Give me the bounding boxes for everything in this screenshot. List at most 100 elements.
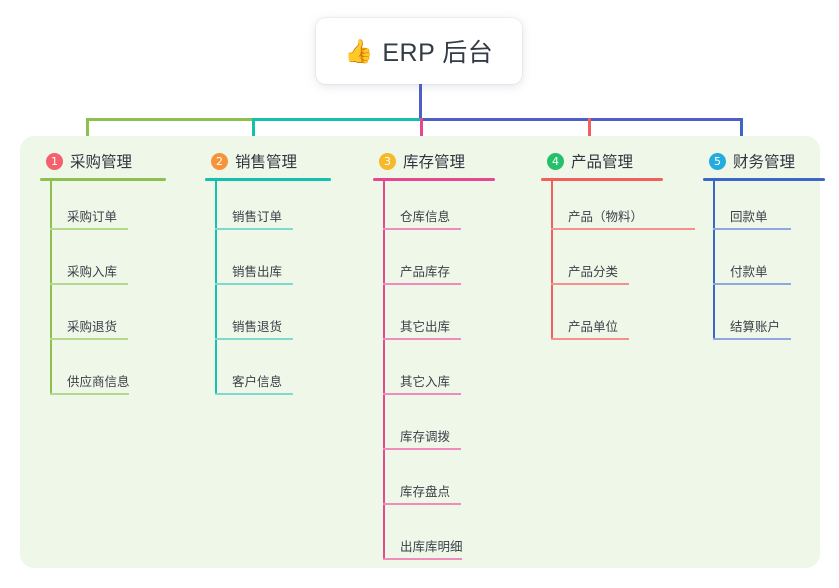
branch-item-underline (383, 393, 461, 395)
branch-column-2[interactable]: 2 销售管理销售订单销售出库销售退货客户信息 (205, 148, 331, 401)
branch-spine (383, 181, 385, 560)
branch-item[interactable]: 客户信息 (205, 346, 331, 401)
branch-item-label: 客户信息 (232, 375, 283, 389)
branch-item-underline (713, 338, 791, 340)
branch-index-badge: 5 (709, 152, 726, 170)
branch-items: 仓库信息产品库存其它出库其它入库库存调拨库存盘点出库库明细 (373, 181, 495, 566)
connector-bar-segment-2 (252, 118, 422, 121)
connector-drop-5 (740, 118, 743, 146)
branch-item[interactable]: 出库库明细 (373, 511, 495, 566)
branch-item-underline (713, 283, 791, 285)
branch-item-label: 产品库存 (400, 265, 451, 279)
branch-item-underline (383, 448, 461, 450)
branch-item-label: 销售退货 (232, 320, 283, 334)
branch-items: 回款单付款单结算账户 (703, 181, 825, 346)
branch-item-underline (50, 393, 129, 395)
branch-item[interactable]: 其它出库 (373, 291, 495, 346)
branch-item[interactable]: 供应商信息 (40, 346, 166, 401)
branch-item-label: 采购订单 (67, 210, 118, 224)
connector-bar-segment-1 (86, 118, 254, 121)
branch-column-4[interactable]: 4 产品管理产品（物料） 产品分类产品单位 (541, 148, 695, 346)
branch-item-underline (215, 338, 293, 340)
branch-item[interactable]: 采购退货 (40, 291, 166, 346)
branch-item-label: 供应商信息 (67, 375, 130, 389)
branch-item-underline (383, 338, 461, 340)
branch-header-2[interactable]: 2 销售管理 (205, 148, 331, 174)
connector-bar-segment-3 (420, 118, 742, 121)
branch-spine (215, 181, 217, 395)
branch-item-underline (215, 393, 293, 395)
branch-header-4[interactable]: 4 产品管理 (541, 148, 663, 174)
branch-title: 财务管理 (733, 154, 796, 171)
branch-item-label: 库存盘点 (400, 485, 451, 499)
connector-drop-2 (252, 118, 255, 146)
branch-item[interactable]: 产品（物料） (541, 181, 695, 236)
connector-trunk (419, 84, 422, 120)
branch-item[interactable]: 采购订单 (40, 181, 166, 236)
branch-item-underline (383, 283, 461, 285)
branch-items: 产品（物料） 产品分类产品单位 (541, 181, 695, 346)
branch-item-label: 仓库信息 (400, 210, 451, 224)
branch-item[interactable]: 销售退货 (205, 291, 331, 346)
branch-rule (40, 178, 166, 181)
branch-spine (713, 181, 715, 340)
branch-items: 销售订单销售出库销售退货客户信息 (205, 181, 331, 401)
branch-item[interactable]: 付款单 (703, 236, 825, 291)
branch-item-label: 采购入库 (67, 265, 118, 279)
connector-drop-3 (420, 118, 423, 146)
branch-item-underline (383, 228, 461, 230)
branch-rule (541, 178, 663, 181)
branch-item-underline (50, 228, 128, 230)
branch-title: 销售管理 (235, 154, 298, 171)
branch-items: 采购订单采购入库采购退货供应商信息 (40, 181, 166, 401)
branch-item-underline (551, 283, 629, 285)
branch-header-5[interactable]: 5 财务管理 (703, 148, 825, 174)
branch-item[interactable]: 采购入库 (40, 236, 166, 291)
branch-item[interactable]: 销售出库 (205, 236, 331, 291)
branch-item-underline (383, 503, 461, 505)
branch-index-badge: 2 (211, 152, 228, 170)
branch-rule (373, 178, 495, 181)
branch-item[interactable]: 库存盘点 (373, 456, 495, 511)
branch-item[interactable]: 产品单位 (541, 291, 663, 346)
connector-drop-1 (86, 118, 89, 146)
branch-index-badge: 4 (547, 152, 564, 170)
branch-title: 产品管理 (571, 154, 634, 171)
branch-item-label: 其它出库 (400, 320, 451, 334)
branch-item-underline (551, 338, 629, 340)
branch-item-label: 其它入库 (400, 375, 451, 389)
branch-item[interactable]: 其它入库 (373, 346, 495, 401)
root-title: ERP 后台 (382, 39, 494, 67)
branch-item-underline (551, 228, 695, 230)
branch-item[interactable]: 库存调拨 (373, 401, 495, 456)
branch-item-underline (713, 228, 791, 230)
branch-item-underline (383, 558, 462, 560)
branch-item-label: 库存调拨 (400, 430, 451, 444)
root-node[interactable]: 👍 ERP 后台 (316, 18, 522, 84)
branch-title: 库存管理 (403, 154, 466, 171)
branch-item-label: 产品单位 (568, 320, 619, 334)
branch-item[interactable]: 产品库存 (373, 236, 495, 291)
branch-item[interactable]: 结算账户 (703, 291, 825, 346)
connector-drop-4 (588, 118, 591, 146)
branch-item-label: 出库库明细 (400, 540, 463, 554)
branch-item-label: 结算账户 (730, 320, 781, 334)
branch-item[interactable]: 回款单 (703, 181, 825, 236)
branch-item[interactable]: 产品分类 (541, 236, 663, 291)
branch-item[interactable]: 销售订单 (205, 181, 331, 236)
branch-column-5[interactable]: 5 财务管理回款单付款单结算账户 (703, 148, 825, 346)
branch-rule (703, 178, 825, 181)
branch-item[interactable]: 仓库信息 (373, 181, 495, 236)
branch-rule (205, 178, 331, 181)
branch-index-badge: 1 (46, 152, 63, 170)
branch-item-label: 采购退货 (67, 320, 118, 334)
branch-item-label: 付款单 (730, 265, 768, 279)
branch-item-label: 产品（物料） (568, 210, 644, 224)
branch-item-label: 销售出库 (232, 265, 283, 279)
